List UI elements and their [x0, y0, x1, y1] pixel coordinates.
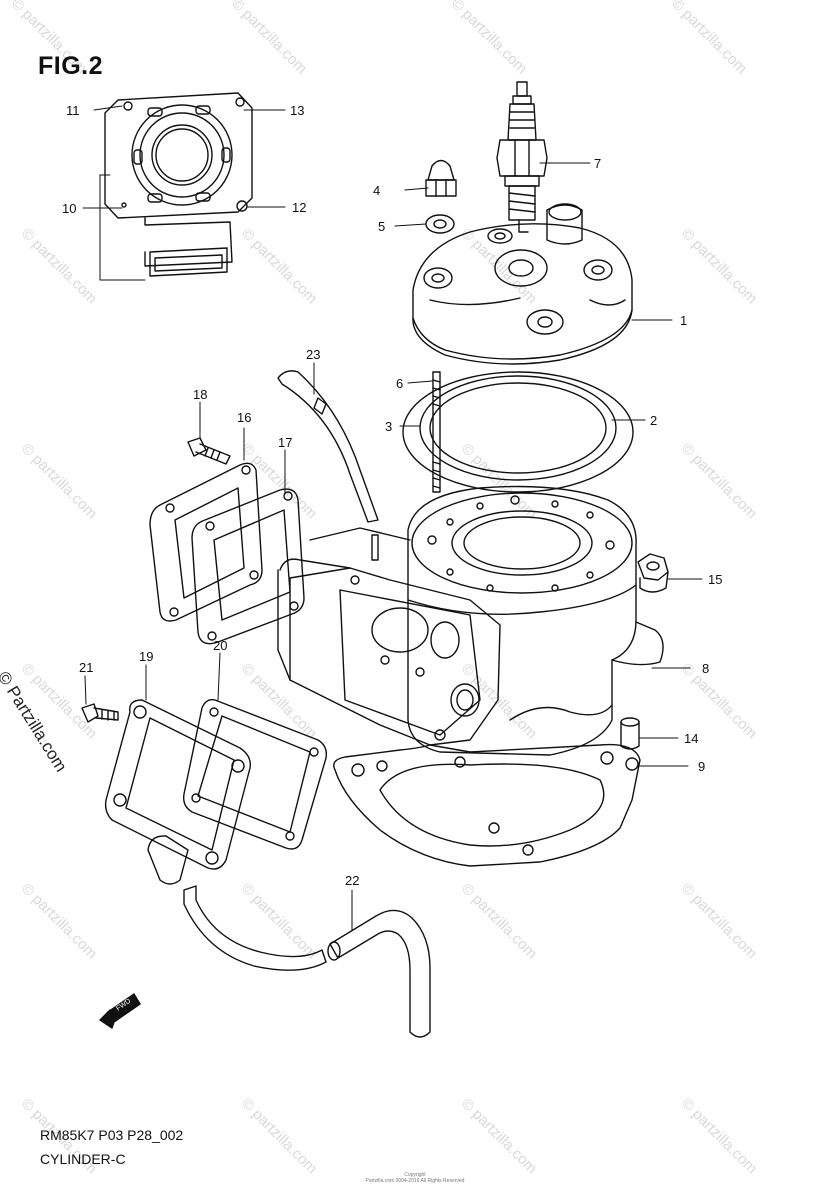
cylinder-block: [277, 485, 664, 756]
callout-label-20: 20: [213, 638, 227, 653]
callout-label-3: 3: [385, 419, 392, 434]
figure-name: CYLINDER-C: [40, 1151, 126, 1167]
copyright-line-1: Copyright: [404, 1172, 426, 1178]
callout-label-5: 5: [378, 219, 385, 234]
cylinder-top-view-inset: [99, 92, 253, 281]
callout-label-19: 19: [139, 649, 153, 664]
callout-label-17: 17: [278, 435, 292, 450]
callout-label-4: 4: [373, 183, 380, 198]
callout-label-18: 18: [193, 387, 207, 402]
cylinder-base-gasket: [333, 743, 641, 867]
breather-pipe: [277, 370, 379, 523]
reed-valve-cover: [104, 699, 251, 885]
callout-label-8: 8: [702, 661, 709, 676]
callout-label-10: 10: [62, 201, 76, 216]
head-gasket-o-ring: [402, 371, 634, 493]
callout-label-2: 2: [650, 413, 657, 428]
callout-label-15: 15: [708, 572, 722, 587]
drain-hose: [183, 885, 327, 971]
callout-label-21: 21: [79, 660, 93, 675]
reed-valve-gasket-17: [191, 488, 305, 645]
stud-bolt: [432, 371, 441, 493]
callout-label-1: 1: [680, 313, 687, 328]
hose-22: [327, 909, 431, 1038]
bolt-21: [81, 703, 119, 723]
callout-label-16: 16: [237, 410, 251, 425]
reed-cover-gasket: [182, 698, 328, 850]
callout-label-23: 23: [306, 347, 320, 362]
fwd-arrow: FWD: [99, 993, 141, 1029]
washer: [425, 214, 455, 234]
reed-valve-gasket-16: [149, 462, 263, 622]
cap-nut: [425, 159, 457, 197]
dowel-pin: [620, 717, 640, 750]
cylinder-head: [412, 203, 633, 365]
callout-leader-lines: [82, 105, 703, 931]
callout-label-6: 6: [396, 376, 403, 391]
callout-label-13: 13: [290, 103, 304, 118]
callout-label-9: 9: [698, 759, 705, 774]
copyright-notice: Copyright Partzilla.com 2004-2016 All Ri…: [355, 1172, 475, 1184]
bolt-18: [187, 437, 231, 465]
callout-label-14: 14: [684, 731, 698, 746]
flange-nut: [637, 553, 669, 593]
callout-label-7: 7: [594, 156, 601, 171]
spark-plug: [496, 81, 548, 233]
figure-title: FIG.2: [38, 52, 104, 80]
callout-label-22: 22: [345, 873, 359, 888]
callout-label-11: 11: [66, 103, 80, 118]
head-gasket-ring: [419, 375, 617, 481]
copyright-line-2: Partzilla.com 2004-2016 All Rights Reser…: [365, 1178, 465, 1184]
figure-code: RM85K7 P03 P28_002: [40, 1127, 184, 1143]
callout-label-12: 12: [292, 200, 306, 215]
